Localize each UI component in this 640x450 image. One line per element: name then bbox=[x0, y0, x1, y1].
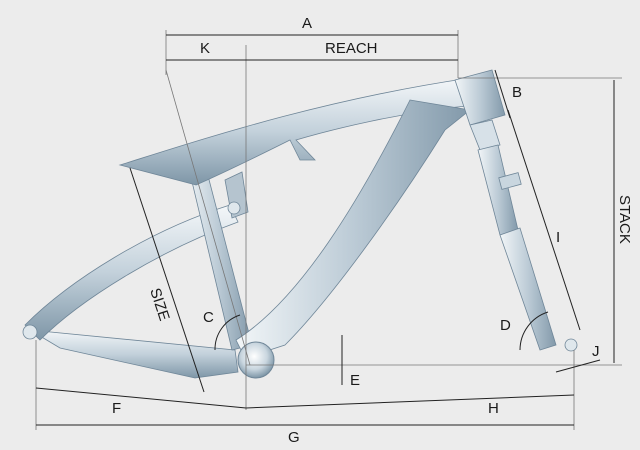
head-tube bbox=[454, 69, 506, 126]
dim-f-line bbox=[35, 387, 247, 409]
dim-b-line bbox=[494, 69, 511, 119]
label-c: C bbox=[203, 309, 214, 326]
chainstay bbox=[29, 329, 239, 379]
angle-c-arc bbox=[214, 314, 241, 351]
label-stack: STACK bbox=[616, 195, 633, 244]
dimension-lines bbox=[35, 30, 622, 430]
dim-size-line bbox=[129, 167, 205, 393]
label-reach: REACH bbox=[325, 40, 378, 57]
fork-steerer bbox=[469, 119, 501, 151]
label-f: F bbox=[112, 400, 121, 417]
label-i: I bbox=[556, 229, 560, 246]
dim-j-line bbox=[555, 359, 601, 373]
rear-dropout bbox=[22, 324, 38, 340]
front-axle bbox=[564, 338, 578, 352]
label-e: E bbox=[350, 372, 360, 389]
angle-d-arc bbox=[519, 311, 549, 351]
dim-h-line bbox=[245, 394, 575, 409]
dim-i-line bbox=[507, 109, 581, 331]
bike-frame bbox=[22, 69, 506, 379]
label-a: A bbox=[302, 15, 312, 32]
label-k: K bbox=[200, 40, 210, 57]
label-b: B bbox=[512, 84, 522, 101]
label-j: J bbox=[592, 343, 600, 360]
pivot-bolt bbox=[227, 201, 241, 215]
bottom-bracket bbox=[237, 341, 275, 379]
fork-lower bbox=[499, 227, 557, 351]
label-g: G bbox=[288, 429, 300, 446]
seatstay bbox=[24, 204, 239, 341]
dimension-labels: A K REACH B STACK I SIZE C D E J F H G bbox=[112, 15, 633, 446]
fork bbox=[469, 119, 578, 352]
label-size: SIZE bbox=[146, 286, 172, 323]
fork-stanchion bbox=[477, 144, 519, 236]
label-d: D bbox=[500, 317, 511, 334]
fork-crown bbox=[498, 172, 522, 190]
label-h: H bbox=[488, 400, 499, 417]
